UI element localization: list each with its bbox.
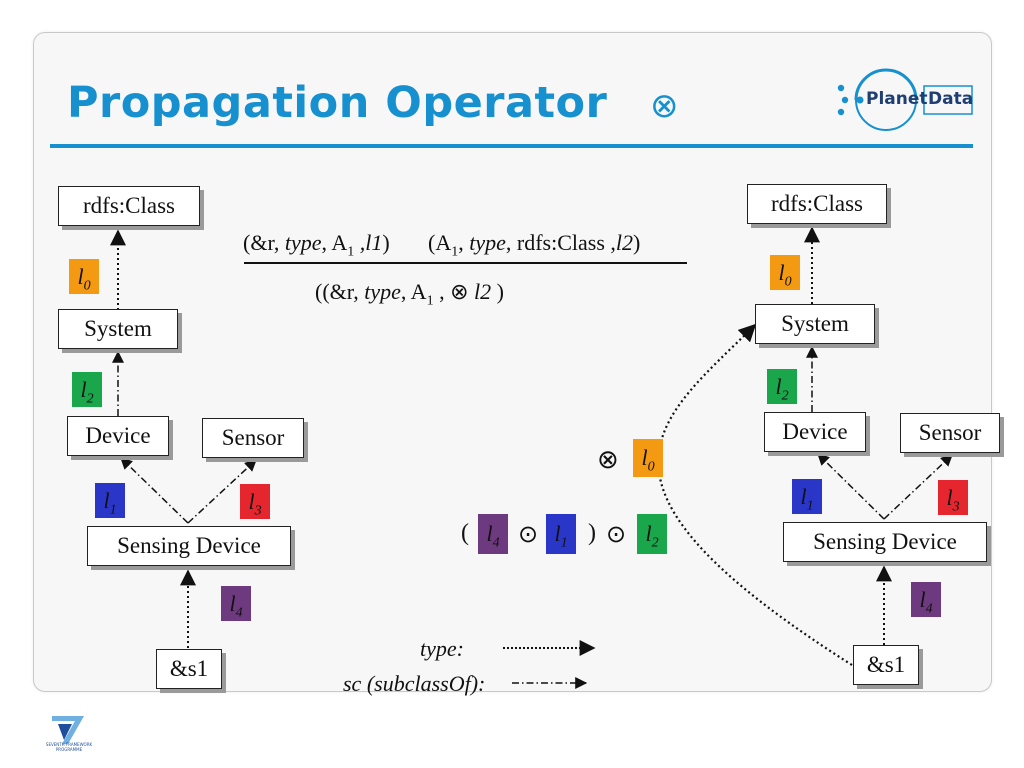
right-label-l0: l0 <box>770 255 800 290</box>
title-underline <box>50 144 973 148</box>
expr-label-l4: l4 <box>478 514 508 554</box>
left-node-sensor: Sensor <box>202 418 304 458</box>
left-label-l0: l0 <box>69 259 99 294</box>
fp7-logo-text: SEVENTH FRAMEWORK PROGRAMME <box>45 742 93 752</box>
left-label-l3: l3 <box>240 484 270 519</box>
left-edge-sensing-device <box>120 457 189 524</box>
right-label-l2: l2 <box>767 369 797 404</box>
expr-open-paren: ( <box>461 520 469 546</box>
expr-odot-1: ⊙ <box>518 522 539 548</box>
right-label-l3: l3 <box>938 480 968 515</box>
right-edge-sensing-sensor <box>883 454 953 520</box>
right-label-l4: l4 <box>911 582 941 617</box>
expr-otimes-symbol: ⊗ <box>597 445 619 474</box>
rule-conclusion: ((&r, type, A1 , ⊗ l2 ) <box>315 279 504 309</box>
left-node-sensing-device: Sensing Device <box>87 526 291 566</box>
expr-label-l2: l2 <box>637 514 667 554</box>
left-node-rdfs-class: rdfs:Class <box>58 186 200 226</box>
right-node-device: Device <box>764 412 866 452</box>
title-operator-symbol: ⊗ <box>650 86 679 126</box>
legend-type-label: type: <box>420 636 464 661</box>
left-node-s1: &s1 <box>156 649 222 689</box>
right-node-sensing-device: Sensing Device <box>783 522 987 562</box>
logo-word-planet: Planet <box>866 89 928 109</box>
left-node-system: System <box>58 309 178 349</box>
right-label-l1: l1 <box>792 479 822 514</box>
right-node-s1: &s1 <box>853 645 919 685</box>
left-node-device: Device <box>67 416 169 456</box>
rule-premise-1: (&r, type, A1 ,l1) <box>243 230 390 260</box>
left-edge-sensing-sensor <box>187 459 257 524</box>
logo-word-data: Data <box>928 89 974 109</box>
otimes-symbol: ⊗ <box>450 279 469 304</box>
expr-close-paren: ) <box>588 520 596 546</box>
right-node-system: System <box>755 304 875 344</box>
right-node-rdfs-class: rdfs:Class <box>747 184 887 224</box>
legend-sc-label: sc (subclassOf): <box>343 671 486 696</box>
expr-label-l0: l0 <box>633 439 663 477</box>
expr-odot-2: ⊙ <box>606 522 627 548</box>
right-node-sensor: Sensor <box>900 413 1000 453</box>
right-edge-s1-system-inferred <box>657 323 853 666</box>
left-label-l2: l2 <box>72 372 102 407</box>
left-label-l4: l4 <box>221 586 251 621</box>
right-edge-sensing-device <box>817 453 885 520</box>
left-label-l1: l1 <box>95 483 125 518</box>
slide-title: Propagation Operator <box>67 78 608 128</box>
expr-label-l1: l1 <box>546 514 576 554</box>
rule-premise-2: (A1, type, rdfs:Class ,l2) <box>428 230 641 260</box>
fp7-logo <box>52 716 84 744</box>
planetdata-logo <box>837 68 973 131</box>
